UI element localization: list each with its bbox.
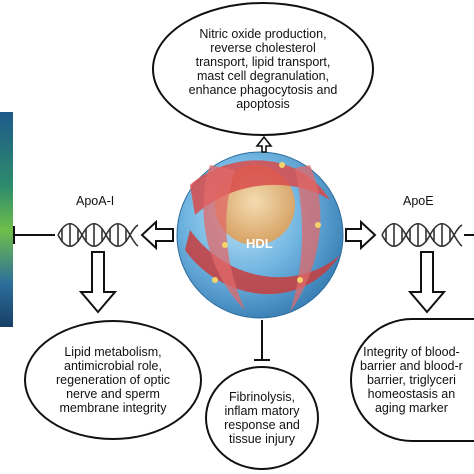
inhibition-line-down bbox=[254, 320, 270, 361]
hollow-arrow-right bbox=[345, 219, 377, 251]
apoe-label: ApoE bbox=[403, 194, 434, 208]
hollow-arrow-down-right bbox=[407, 251, 447, 314]
hollow-arrow-down-left bbox=[78, 251, 118, 314]
cell-image-fragment bbox=[0, 112, 13, 327]
dna-icon-apoa bbox=[57, 222, 139, 248]
bottom-function-text: Fibrinolysis, inflam matory response and… bbox=[224, 390, 300, 446]
dna-icon-apoe bbox=[381, 222, 463, 248]
right-function-text: Integrity of blood- barrier and blood-r … bbox=[360, 345, 463, 415]
hollow-arrow-left bbox=[140, 219, 174, 251]
bottom-function-ellipse: Fibrinolysis, inflam matory response and… bbox=[205, 366, 319, 470]
hdl-sphere bbox=[176, 151, 344, 319]
top-function-text: Nitric oxide production, reverse cholest… bbox=[188, 27, 338, 111]
left-function-ellipse: Lipid metabolism, antimicrobial role, re… bbox=[24, 320, 202, 440]
top-function-ellipse: Nitric oxide production, reverse cholest… bbox=[152, 2, 374, 136]
inhibition-line-left bbox=[13, 226, 55, 244]
left-function-text: Lipid metabolism, antimicrobial role, re… bbox=[56, 345, 170, 415]
right-function-ellipse: Integrity of blood- barrier and blood-r … bbox=[350, 318, 474, 442]
apoa-label: ApoA-I bbox=[76, 194, 115, 208]
hdl-label: HDL bbox=[246, 236, 273, 251]
hollow-arrow-up bbox=[255, 135, 273, 153]
